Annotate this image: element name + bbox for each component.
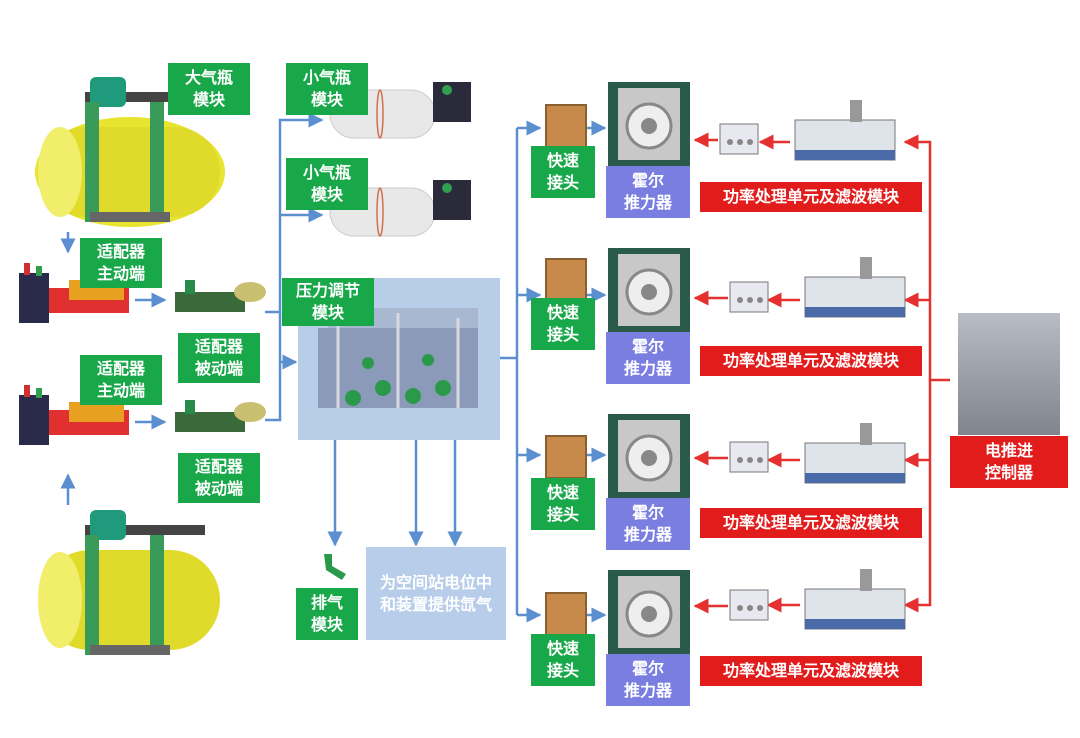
controller-icon <box>958 313 1060 435</box>
small-bottle-label-1: 小气瓶 模块 <box>286 63 368 115</box>
valve-assembly-icon <box>318 308 478 408</box>
filter-icon <box>729 589 769 621</box>
ppu-box-icon <box>804 257 906 318</box>
adapter-passive-bottom-icon <box>175 400 266 432</box>
quick-connector-label: 快速 接头 <box>531 146 595 198</box>
exhaust-icon <box>324 554 346 580</box>
controller-label: 电推进 控制器 <box>950 436 1068 488</box>
ppu-box-icon <box>804 423 906 484</box>
quick-connector-icon <box>545 435 587 479</box>
ppu-box-icon <box>794 100 896 161</box>
adapter-passive-top-icon <box>175 280 266 312</box>
hall-thruster-label: 霍尔 推力器 <box>606 498 690 550</box>
adapter-active-label-2: 适配器 主动端 <box>80 355 162 405</box>
hall-thruster-icon <box>608 82 690 166</box>
adapter-active-label-1: 适配器 主动端 <box>80 238 162 288</box>
adapter-passive-label-1: 适配器 被动端 <box>178 333 260 383</box>
filter-icon <box>729 441 769 473</box>
hall-thruster-label: 霍尔 推力器 <box>606 166 690 218</box>
hall-thruster-icon <box>608 414 690 498</box>
xenon-supply-label: 为空间站电位中 和装置提供氙气 <box>366 547 506 640</box>
exhaust-label: 排气 模块 <box>296 588 358 640</box>
quick-connector-label: 快速 接头 <box>531 298 595 350</box>
ppu-box-icon <box>804 569 906 630</box>
quick-connector-icon <box>545 258 587 302</box>
adapter-active-bottom-icon <box>19 385 129 445</box>
large-tank-bottom-icon <box>38 510 220 655</box>
large-bottle-label: 大气瓶 模块 <box>168 63 250 115</box>
filter-icon <box>729 281 769 313</box>
hall-thruster-icon <box>608 248 690 332</box>
hall-thruster-label: 霍尔 推力器 <box>606 654 690 706</box>
filter-icon <box>719 123 759 155</box>
adapter-passive-label-2: 适配器 被动端 <box>178 453 260 503</box>
ppu-label: 功率处理单元及滤波模块 <box>700 182 922 212</box>
quick-connector-label: 快速 接头 <box>531 478 595 530</box>
ppu-label: 功率处理单元及滤波模块 <box>700 656 922 686</box>
ppu-label: 功率处理单元及滤波模块 <box>700 508 922 538</box>
quick-connector-icon <box>545 104 587 148</box>
large-tank-top-icon <box>35 77 225 227</box>
hall-thruster-icon <box>608 570 690 654</box>
small-bottle-label-2: 小气瓶 模块 <box>286 158 368 210</box>
quick-connector-icon <box>545 592 587 636</box>
hall-thruster-label: 霍尔 推力器 <box>606 332 690 384</box>
adapter-active-top-icon <box>19 263 129 323</box>
pressure-regulator-label: 压力调节 模块 <box>282 278 374 326</box>
quick-connector-label: 快速 接头 <box>531 634 595 686</box>
ppu-label: 功率处理单元及滤波模块 <box>700 346 922 376</box>
